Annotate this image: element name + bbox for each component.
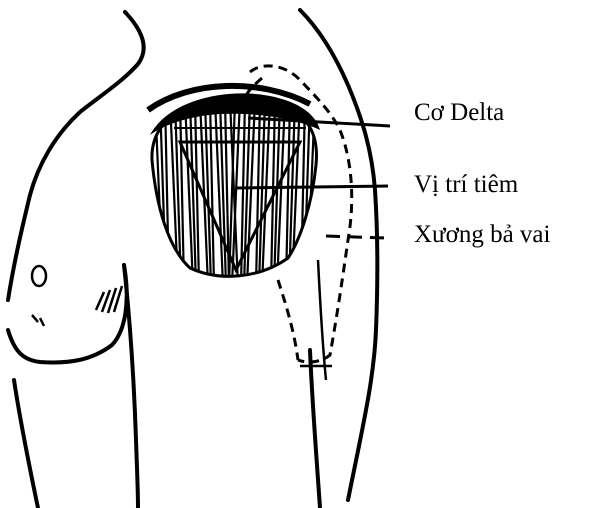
leader-line-injection-site bbox=[236, 186, 388, 188]
back-line bbox=[300, 10, 377, 500]
armpit-line bbox=[8, 265, 127, 362]
label-scapula: Xương bả vai bbox=[414, 222, 550, 247]
neck-line bbox=[8, 12, 144, 300]
torso-lower-line bbox=[14, 380, 38, 508]
nipple-mark bbox=[32, 266, 46, 286]
arm-inner-line bbox=[124, 265, 138, 508]
chest-details bbox=[32, 266, 122, 326]
deltoid-muscle bbox=[148, 86, 320, 285]
label-deltoid: Cơ Delta bbox=[414, 100, 504, 125]
arm-outer-line bbox=[310, 350, 320, 508]
label-injection-site: Vị trí tiêm bbox=[414, 172, 518, 197]
leader-line-scapula bbox=[326, 236, 386, 238]
muscle-fiber-line bbox=[150, 100, 154, 285]
